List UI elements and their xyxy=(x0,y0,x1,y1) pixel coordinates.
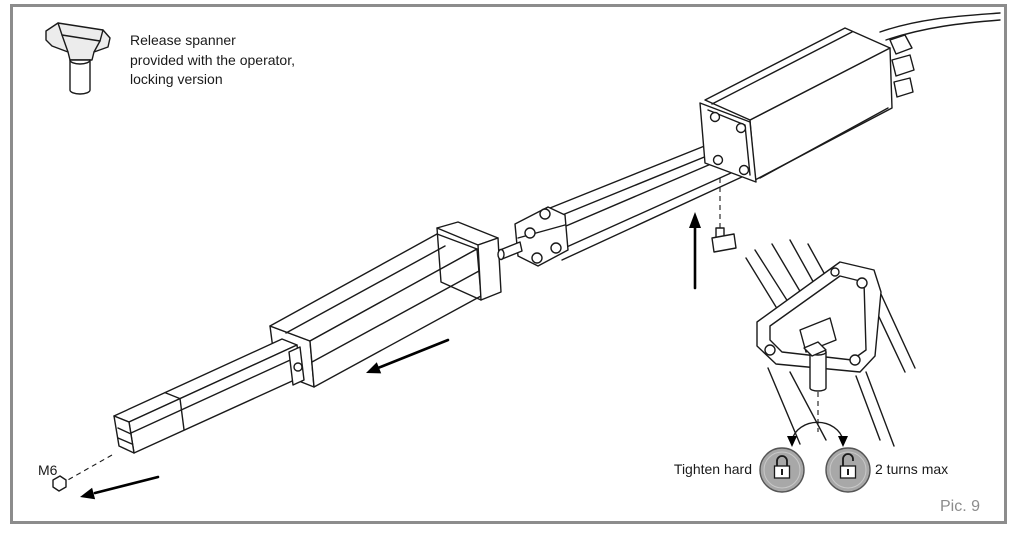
spanner-note-line-3: locking version xyxy=(130,71,223,87)
release-spanner-icon xyxy=(45,22,111,95)
motor-rods xyxy=(497,138,745,267)
spanner-note: Release spanner provided with the operat… xyxy=(130,32,295,87)
turns-label: 2 turns max xyxy=(875,461,948,477)
clamp-bolt xyxy=(293,362,303,372)
arrow-down-left-icon xyxy=(366,338,450,374)
spanner-note-line-2: provided with the operator, xyxy=(130,52,295,68)
tighten-label: Tighten hard xyxy=(674,461,752,477)
m6-bolt: M6 xyxy=(38,454,160,500)
power-cable xyxy=(879,12,1001,33)
actuator-housing-body xyxy=(269,221,502,388)
detail-plate xyxy=(756,261,882,373)
release-detail xyxy=(745,239,916,447)
m6-label: M6 xyxy=(38,462,58,478)
arrow-up-icon xyxy=(689,212,701,290)
release-key xyxy=(809,351,827,392)
figure-label: Pic. 9 xyxy=(940,498,980,515)
spanner-note-line-1: Release spanner xyxy=(130,32,236,48)
m6-nut xyxy=(52,475,67,492)
padlock-unlocked-icon xyxy=(825,447,871,493)
motor-block xyxy=(699,12,1001,183)
double-headed-rotation-arrow-icon xyxy=(787,421,848,447)
release-screw xyxy=(711,178,737,253)
padlock-locked-icon xyxy=(759,447,805,493)
